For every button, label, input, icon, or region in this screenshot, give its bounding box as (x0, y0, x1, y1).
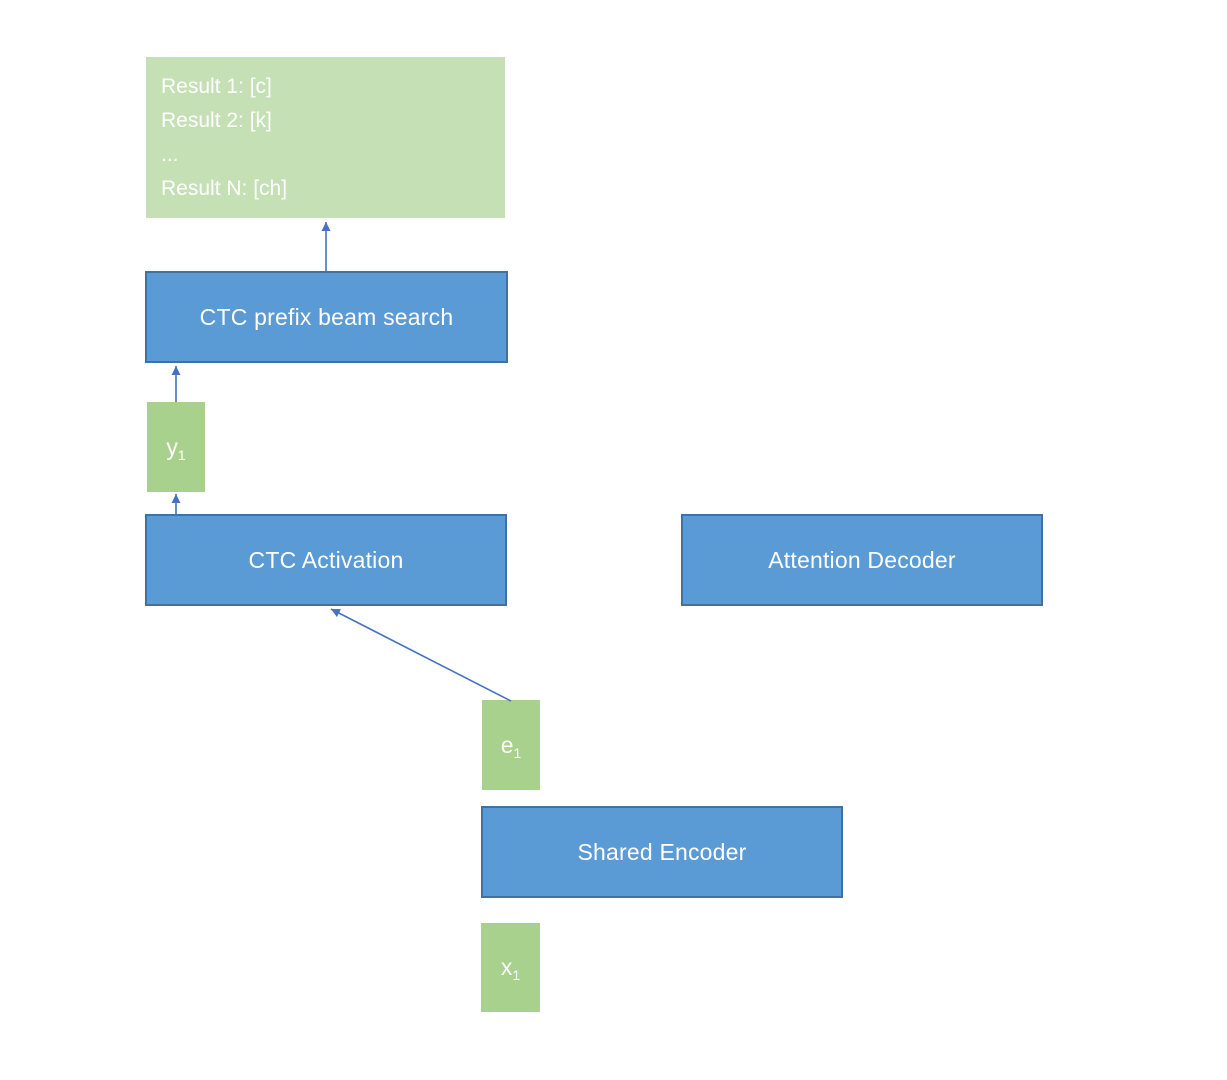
box-label: CTC prefix beam search (199, 303, 454, 330)
box-label: x1 (500, 954, 521, 983)
result-line: Result N: [ch] (161, 177, 288, 200)
e1-box: e1 (482, 700, 540, 790)
result-line: ... (161, 143, 179, 166)
box-label: y1 (166, 433, 186, 463)
y1-box: y1 (147, 402, 205, 492)
result-line: Result 1: [c] (161, 75, 272, 98)
box-label: e1 (500, 731, 522, 761)
result-line: Result 2: [k] (161, 109, 272, 132)
shared-encoder-box: Shared Encoder (481, 806, 843, 898)
subscript: 1 (512, 967, 521, 983)
box-label: Attention Decoder (768, 546, 956, 573)
subscript: 1 (177, 446, 186, 463)
ctc-activation-box: CTC Activation (145, 514, 507, 606)
attention-decoder-box: Attention Decoder (681, 514, 1043, 606)
box-label: CTC Activation (248, 546, 404, 573)
ctc-prefix-beam-search-box: CTC prefix beam search (145, 271, 508, 363)
results-box: Result 1: [c] Result 2: [k] ... Result N… (146, 57, 505, 218)
box-label: Shared Encoder (577, 838, 747, 865)
arrow-e1-to-activation (330, 608, 512, 702)
x1-box: x1 (481, 923, 540, 1012)
subscript: 1 (513, 744, 522, 761)
